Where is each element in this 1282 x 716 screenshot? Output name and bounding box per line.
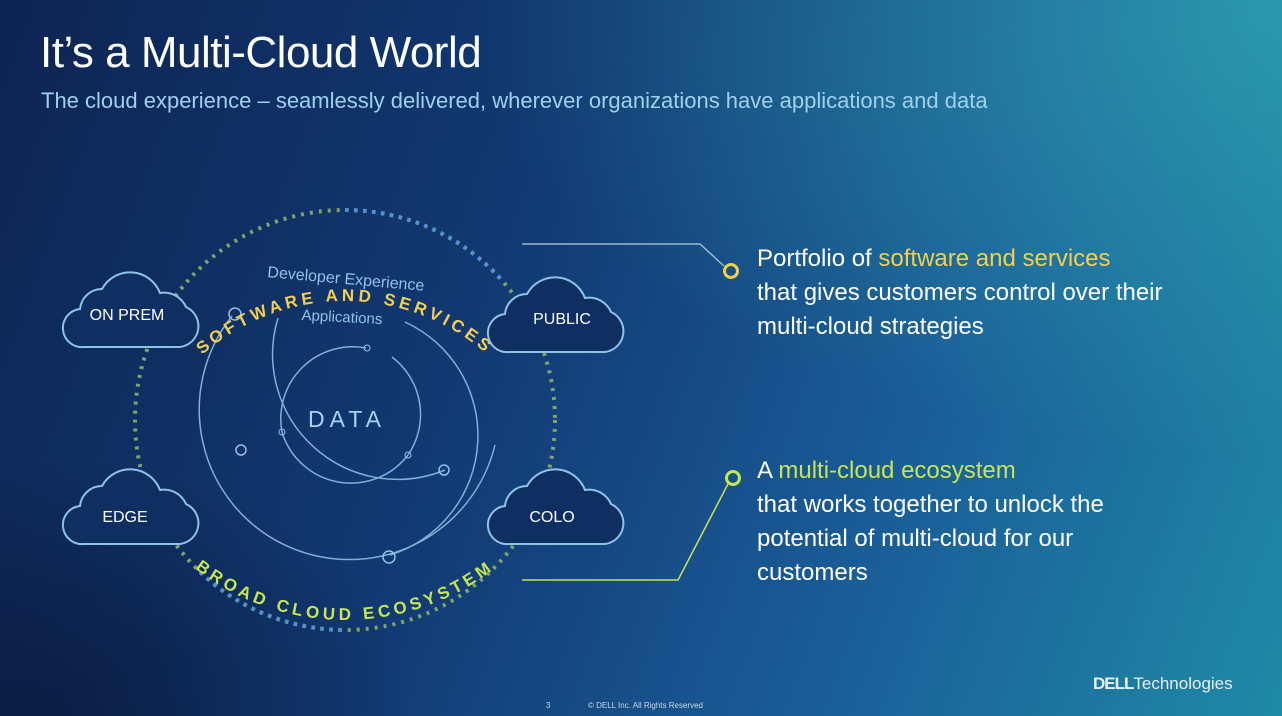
point-body: that works together to unlock the potent…	[757, 491, 1104, 586]
copyright: © DELL Inc. All Rights Reserved	[588, 701, 703, 710]
data-label: DATA	[308, 406, 386, 432]
point-lead-line: A multi-cloud ecosystem	[757, 457, 1016, 484]
outer-ring	[198, 315, 496, 561]
point-software-services: Portfolio of software and services that …	[757, 242, 1197, 344]
svg-text:COLO: COLO	[529, 509, 574, 526]
bullet-dot-green	[725, 470, 741, 486]
svg-text:ON PREM: ON PREM	[90, 307, 165, 324]
broad-ecosystem-arc-label: BROAD CLOUD ECOSYSTEM	[193, 556, 498, 624]
background-shade	[0, 456, 420, 716]
page-number: 3	[546, 701, 551, 710]
svg-text:EDGE: EDGE	[102, 509, 147, 526]
applications-label: Applications	[301, 307, 383, 328]
cloud-colo: COLO	[486, 468, 625, 546]
slide-title: It’s a Multi-Cloud World	[40, 28, 482, 77]
cloud-on-prem: ON PREM	[61, 271, 200, 349]
svg-text:PUBLIC: PUBLIC	[533, 311, 591, 328]
slide-subtitle: The cloud experience – seamlessly delive…	[41, 88, 988, 113]
cloud-public: PUBLIC	[486, 276, 625, 354]
dotted-ring	[133, 208, 557, 632]
bullet-dot-yellow	[723, 263, 739, 279]
point-ecosystem: A multi-cloud ecosystem that works toget…	[757, 454, 1157, 590]
cloud-edge: EDGE	[61, 468, 200, 546]
dell-technologies-logo: DELLTechnologies	[1093, 674, 1233, 693]
connector-line-software	[522, 243, 725, 267]
applications-ring	[271, 317, 446, 481]
data-ring	[280, 346, 367, 433]
connector-line-ecosystem	[522, 483, 729, 581]
point-lead-line: Portfolio of software and services	[757, 245, 1111, 272]
point-body: that gives customers control over their …	[757, 279, 1163, 340]
